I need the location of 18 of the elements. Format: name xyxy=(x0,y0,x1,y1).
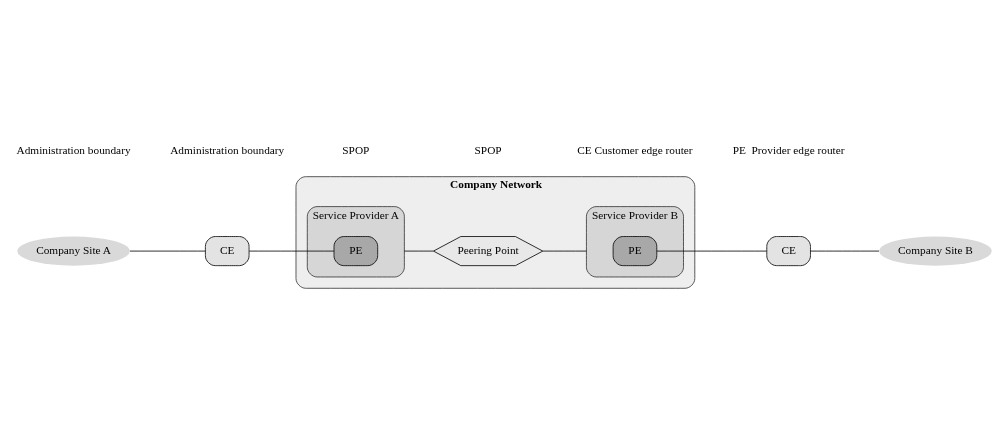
label: SPOP xyxy=(342,143,370,156)
connector xyxy=(403,250,434,251)
node-box: PE xyxy=(333,235,379,266)
label: CE Customer edge router xyxy=(577,143,693,156)
node-box: PE xyxy=(612,235,658,266)
node-ellipse: Company Site A xyxy=(17,236,130,266)
node-box: CE xyxy=(766,235,811,266)
label: PE Provider edge router xyxy=(732,143,845,156)
node-ellipse: Company Site B xyxy=(879,236,992,266)
connector xyxy=(656,250,768,251)
label: SPOP xyxy=(474,143,502,156)
label: Administration boundary xyxy=(16,143,131,156)
node-box: CE xyxy=(205,235,250,266)
connector xyxy=(810,250,880,251)
label: Administration boundary xyxy=(170,143,285,156)
connector xyxy=(248,250,335,251)
connector xyxy=(129,250,206,251)
connector xyxy=(542,250,587,251)
